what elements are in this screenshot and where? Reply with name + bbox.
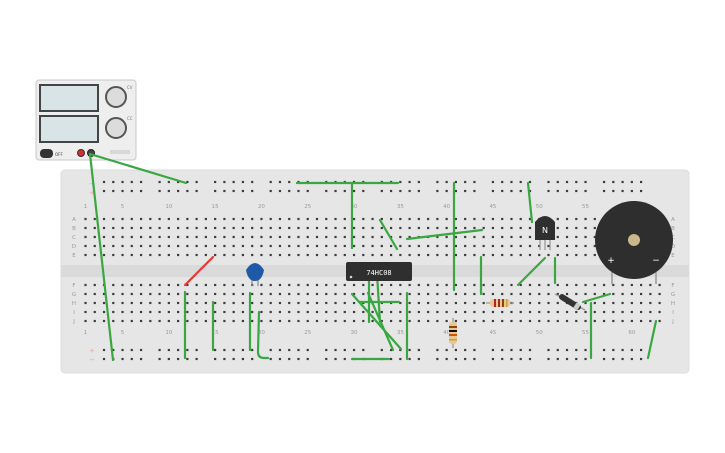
row-letter: B [671,226,675,232]
row-letter: E [72,253,76,259]
chip-label: 74HC08 [366,269,391,277]
row-letter: C [671,235,675,241]
column-number: 30 [351,204,358,210]
resistor-vertical[interactable] [449,318,457,348]
wires [88,152,658,362]
voltage-display [39,84,99,112]
row-letter: E [671,253,675,259]
row-letter: C [72,235,76,241]
power-toggle-button[interactable] [40,149,53,158]
column-number: 55 [582,204,589,210]
piezo-buzzer[interactable]: + − [595,201,673,284]
row-letter: J [72,319,75,325]
column-number: 15 [212,204,219,210]
rail-polarity-mark: − [89,180,95,188]
column-number: 25 [304,204,311,210]
row-letter: I [672,310,674,316]
row-letter: A [671,217,675,223]
column-number: 40 [443,330,450,336]
column-number: 50 [536,330,543,336]
row-letter: I [73,310,75,316]
row-letter: G [671,292,675,298]
column-number: 10 [165,204,172,210]
row-letter: D [72,244,76,250]
green-wire[interactable] [405,228,484,241]
rail-polarity-mark: + [89,189,95,197]
resistor-horizontal[interactable] [486,299,514,307]
column-number: 30 [351,330,358,336]
knob-bottom-label: CC [127,116,133,121]
column-number: 5 [121,204,125,210]
green-wire[interactable] [646,319,658,360]
knob-top-label: CV [127,85,133,90]
row-letter: J [671,319,674,325]
ceramic-capacitor[interactable] [246,263,264,286]
row-letter: H [72,301,76,307]
column-number: 45 [489,204,496,210]
green-wire[interactable] [526,181,534,224]
green-wire[interactable] [88,152,188,185]
row-letter: F [72,283,75,289]
column-number: 25 [304,330,311,336]
column-number: 40 [443,204,450,210]
column-number: 10 [165,330,172,336]
breadboard-labels: 1155101015152020252530303535404045455050… [72,180,675,364]
green-wire[interactable] [516,256,547,287]
buzzer-minus-label: − [652,256,660,266]
power-supply[interactable]: CV CC OFF [35,79,137,161]
column-number: 50 [536,204,543,210]
column-number: 60 [628,330,635,336]
column-number: 35 [397,204,404,210]
row-letter: B [72,226,76,232]
column-number: 5 [121,330,125,336]
green-wire[interactable] [366,291,395,352]
buzzer-plus-label: + [607,256,615,266]
transistor[interactable]: N [535,216,555,250]
green-wire[interactable] [375,272,382,324]
column-number: 1 [84,204,88,210]
column-number: 20 [258,204,265,210]
power-toggle-label: OFF [55,152,63,157]
diode[interactable] [554,293,586,311]
transistor-label: N [542,226,548,235]
row-letter: G [72,292,76,298]
green-wire[interactable] [88,152,115,362]
voltage-knob[interactable] [105,86,127,108]
rail-polarity-mark: + [89,347,95,355]
row-letter: A [72,217,76,223]
column-number: 55 [582,330,589,336]
column-number: 1 [84,330,88,336]
current-display [39,115,99,143]
column-number: 20 [258,330,265,336]
green-wire[interactable] [256,310,270,360]
green-wire[interactable] [350,292,403,351]
panel-detail [110,150,130,154]
column-number: 15 [212,330,219,336]
breadboard-holes [84,180,661,361]
row-letter: H [671,301,675,307]
positive-terminal[interactable] [77,149,85,157]
red-wire[interactable] [183,255,215,287]
ic-chip[interactable]: 74HC08 [346,262,412,281]
current-knob[interactable] [105,117,127,139]
column-number: 35 [397,330,404,336]
column-number: 45 [489,330,496,336]
row-letter: D [671,244,675,250]
rail-polarity-mark: − [89,356,95,364]
green-wire[interactable] [581,292,612,304]
row-letter: F [671,283,674,289]
green-wire[interactable] [378,218,399,251]
